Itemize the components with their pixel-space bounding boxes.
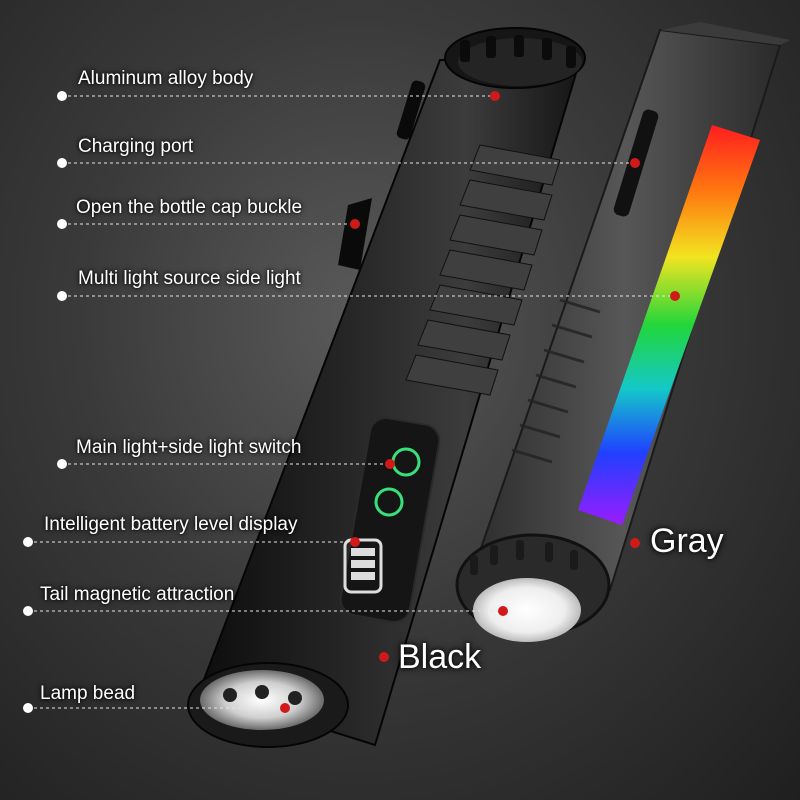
callout-aluminum-alloy-body: Aluminum alloy body xyxy=(78,68,254,89)
callout-battery-display: Intelligent battery level display xyxy=(44,514,298,535)
callout-lamp-bead: Lamp bead xyxy=(40,683,136,704)
rgb-side-light xyxy=(578,125,760,525)
callout-side-light: Multi light source side light xyxy=(78,268,301,289)
callout-light-switch: Main light+side light switch xyxy=(76,437,302,458)
lamp-bead xyxy=(200,670,324,730)
callout-bottle-cap-buckle: Open the bottle cap buckle xyxy=(76,197,303,218)
callout-charging-port: Charging port xyxy=(78,136,194,157)
callout-target-dots xyxy=(280,91,680,713)
callout-tail-magnet: Tail magnetic attraction xyxy=(40,584,235,605)
black-flashlight xyxy=(187,27,586,748)
battery-display xyxy=(343,538,383,594)
magnetic-tail-cap xyxy=(473,578,581,642)
variant-black-label: Black xyxy=(398,638,482,676)
leader-lines xyxy=(28,95,675,709)
variant-gray-label: Gray xyxy=(650,522,724,560)
callout-origin-dots xyxy=(23,91,67,713)
